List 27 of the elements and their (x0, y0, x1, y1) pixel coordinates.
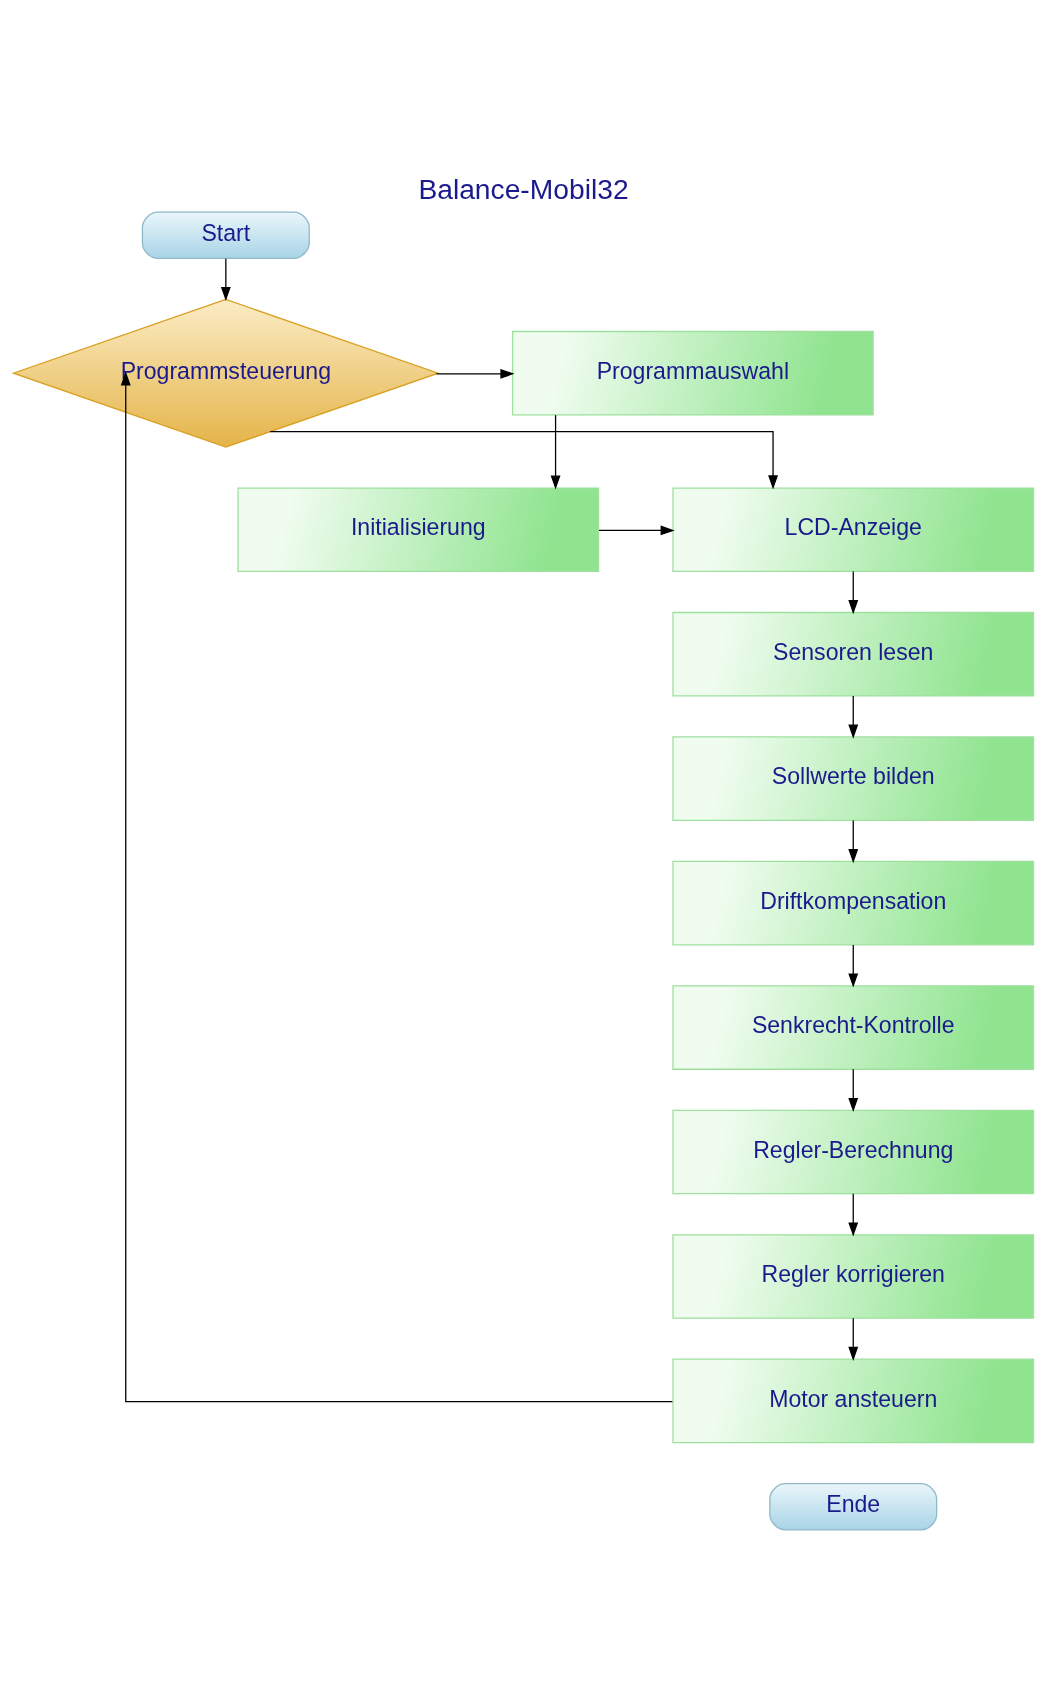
arrow (550, 414, 561, 490)
node-box: Ende (769, 1483, 938, 1531)
node-box: Driftkompensation (672, 860, 1035, 946)
node-box: Programmauswahl (511, 330, 874, 416)
node-box: Motor ansteuern (672, 1358, 1035, 1444)
arrow (598, 525, 675, 536)
arrow (848, 695, 859, 739)
arrow (848, 1193, 859, 1237)
node-box: Regler-Berechnung (672, 1109, 1035, 1195)
arrow (120, 371, 673, 1403)
arrow (848, 1317, 859, 1361)
node-box: Sensoren lesen (672, 611, 1035, 697)
diagram-title: Balance-Mobil32 (418, 172, 629, 205)
arrow (220, 258, 231, 302)
node-box: LCD-Anzeige (672, 487, 1035, 573)
arrow (435, 368, 515, 379)
node-box: Start (141, 211, 310, 259)
arrow (848, 944, 859, 988)
arrow (848, 819, 859, 864)
node-box: Initialisierung (237, 487, 600, 573)
arrow (848, 1068, 859, 1113)
node-box: Sollwerte bilden (672, 736, 1035, 821)
arrow (269, 430, 778, 490)
node-box: Regler korrigieren (672, 1234, 1035, 1319)
arrow (848, 570, 859, 615)
node-box: Senkrecht-Kontrolle (672, 985, 1035, 1070)
node-diamond: Programmsteuerung (11, 298, 441, 448)
